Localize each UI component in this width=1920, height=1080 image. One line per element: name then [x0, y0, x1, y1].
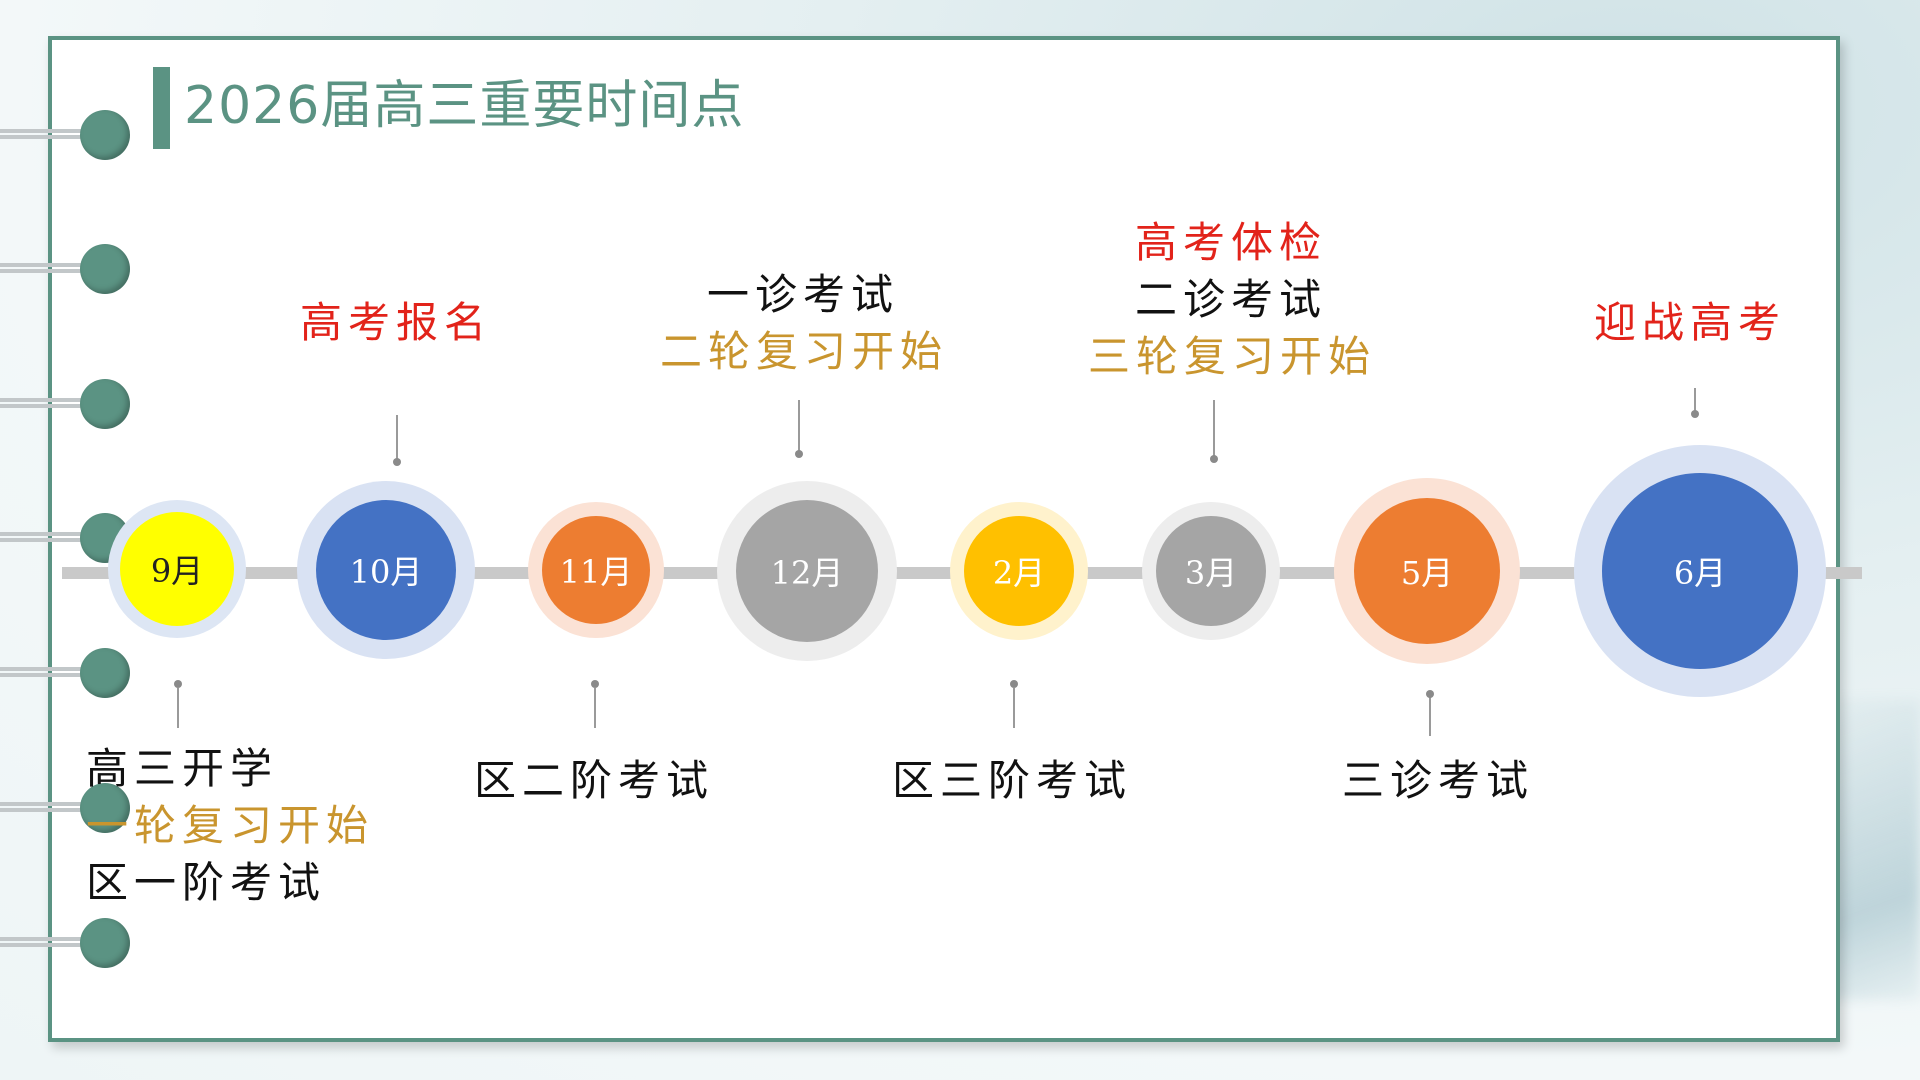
event-label: 区三阶考试 [892, 756, 1133, 805]
month-label: 5月 [1354, 498, 1500, 644]
month-label: 10月 [316, 500, 456, 640]
month-node-oct: 10月 [297, 481, 475, 659]
connector-dot [795, 450, 803, 458]
binding-ring [0, 244, 136, 294]
connector-dot [174, 680, 182, 688]
event-label: 区一阶考试 [86, 858, 327, 907]
event-label: 二诊考试 [1134, 275, 1327, 324]
connector-dot [1426, 690, 1434, 698]
binding-ring [0, 648, 136, 698]
connector-dot [393, 458, 401, 466]
month-node-jun: 6月 [1574, 445, 1826, 697]
event-label: 高考报名 [300, 298, 493, 347]
title-accent-bar [153, 67, 170, 149]
month-label: 3月 [1156, 516, 1266, 626]
month-node-may: 5月 [1334, 478, 1520, 664]
month-node-nov: 11月 [528, 502, 664, 638]
month-label: 12月 [736, 500, 878, 642]
event-label: 三轮复习开始 [1088, 332, 1377, 381]
connector-dot [1691, 410, 1699, 418]
month-node-sep: 9月 [108, 500, 246, 638]
connector-line [1013, 688, 1015, 728]
connector-dot [1010, 680, 1018, 688]
event-group-nov: 区二阶考试 [474, 752, 714, 809]
month-node-mar: 3月 [1142, 502, 1280, 640]
connector-line [1213, 400, 1215, 456]
event-group-jun: 迎战高考 [1594, 294, 1786, 351]
event-label: 区二阶考试 [474, 756, 715, 805]
connector-line [798, 400, 800, 452]
event-label: 二轮复习开始 [660, 327, 949, 376]
event-group-may: 三诊考试 [1342, 752, 1534, 809]
event-group-mar: 高考体检 二诊考试 三轮复习开始 [1088, 214, 1374, 385]
month-label: 2月 [964, 516, 1074, 626]
connector-line [594, 688, 596, 728]
connector-line [1429, 692, 1431, 736]
connector-line [396, 415, 398, 461]
binding-ring [0, 918, 136, 968]
month-node-dec: 12月 [717, 481, 897, 661]
event-label: 一诊考试 [706, 270, 899, 319]
event-label: 高三开学 [86, 744, 279, 793]
connector-dot [1210, 455, 1218, 463]
binding-ring [0, 783, 136, 833]
connector-line [1694, 388, 1696, 412]
month-node-feb: 2月 [950, 502, 1088, 640]
event-label: 高考体检 [1134, 218, 1327, 267]
connector-line [177, 688, 179, 728]
event-label: 一轮复习开始 [86, 801, 375, 850]
event-group-feb: 区三阶考试 [892, 752, 1132, 809]
month-label: 6月 [1602, 473, 1798, 669]
month-label: 9月 [120, 512, 234, 626]
connector-dot [591, 680, 599, 688]
event-label: 三诊考试 [1342, 756, 1535, 805]
binding-ring [0, 110, 136, 160]
binding-ring [0, 379, 136, 429]
event-group-dec: 一诊考试 二轮复习开始 [660, 266, 946, 380]
event-group-sep: 高三开学 一轮复习开始 区一阶考试 [86, 740, 374, 911]
event-label: 迎战高考 [1594, 298, 1787, 347]
page-title: 2026届高三重要时间点 [184, 76, 745, 136]
event-group-oct: 高考报名 [300, 294, 492, 351]
month-label: 11月 [542, 516, 650, 624]
